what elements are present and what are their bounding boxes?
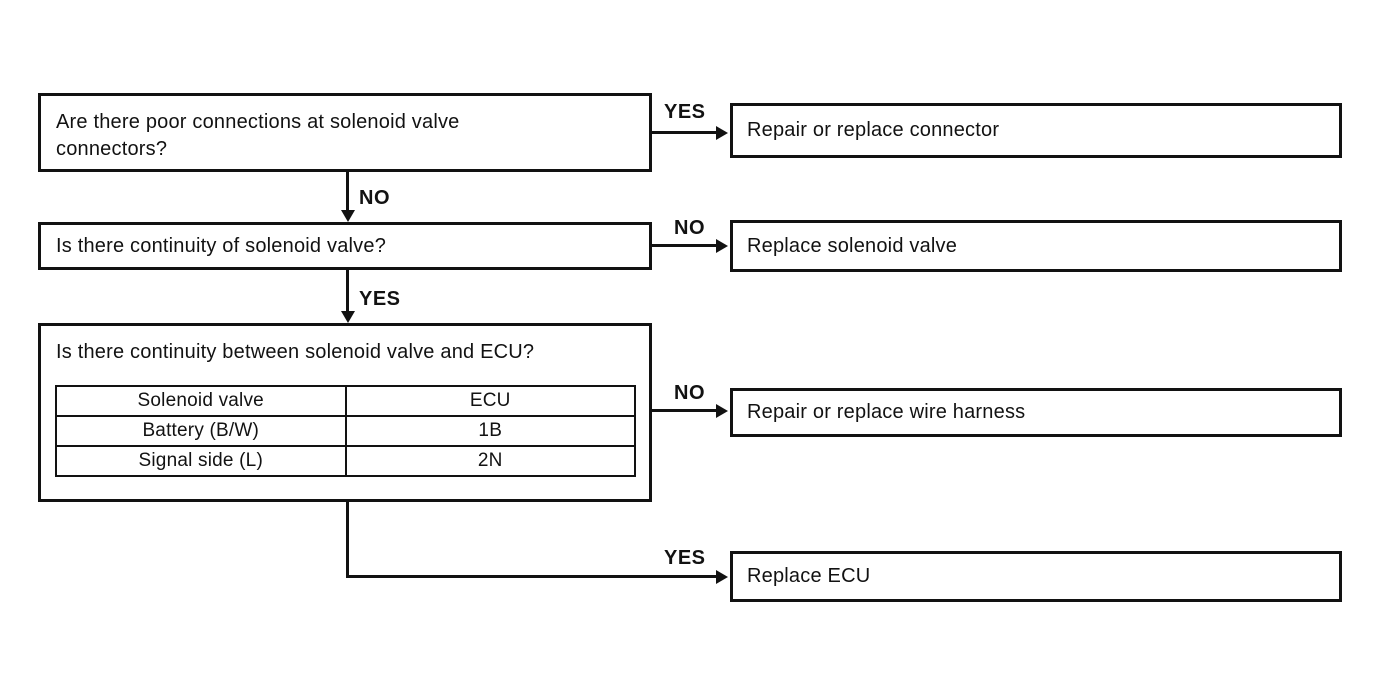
result-text: Repair or replace connector bbox=[747, 119, 1000, 141]
arrowhead-icon bbox=[716, 570, 728, 584]
table-header-row: Solenoid valve ECU bbox=[55, 385, 636, 417]
table-header-solenoid-valve: Solenoid valve bbox=[55, 385, 347, 417]
table-cell-2n: 2N bbox=[344, 445, 636, 477]
connector-line-q3-yes-horizontal bbox=[346, 575, 718, 578]
connector-line-q2-no bbox=[652, 244, 718, 247]
table-header-ecu: ECU bbox=[344, 385, 636, 417]
branch-label-no-2: NO bbox=[674, 217, 705, 239]
arrowhead-icon bbox=[716, 126, 728, 140]
connector-line-q2-yes bbox=[346, 270, 349, 313]
connector-line-q3-no bbox=[652, 409, 718, 412]
result-text: Replace solenoid valve bbox=[747, 234, 958, 257]
result-text: Repair or replace wire harness bbox=[747, 401, 1026, 423]
branch-label-yes-2: YES bbox=[359, 288, 401, 310]
arrowhead-icon bbox=[341, 311, 355, 323]
arrowhead-icon bbox=[716, 239, 728, 253]
branch-label-no-3: NO bbox=[674, 382, 705, 404]
question-text: Is there continuity of solenoid valve? bbox=[56, 234, 387, 257]
table-row: Signal side (L) 2N bbox=[55, 445, 636, 477]
table-cell-signal-side: Signal side (L) bbox=[55, 445, 347, 477]
arrowhead-icon bbox=[716, 404, 728, 418]
question-box-continuity-solenoid: Is there continuity of solenoid valve? bbox=[38, 222, 652, 270]
question-text: Are there poor connections at solenoid v… bbox=[56, 111, 460, 160]
result-box-repair-harness: Repair or replace wire harness bbox=[730, 388, 1342, 437]
result-box-repair-connector: Repair or replace connector bbox=[730, 103, 1342, 158]
table-cell-battery: Battery (B/W) bbox=[55, 415, 347, 447]
arrowhead-icon bbox=[341, 210, 355, 222]
table-row: Battery (B/W) 1B bbox=[55, 415, 636, 447]
result-box-replace-ecu: Replace ECU bbox=[730, 551, 1342, 602]
branch-label-yes-3: YES bbox=[664, 547, 706, 569]
table-cell-1b: 1B bbox=[344, 415, 636, 447]
result-box-replace-solenoid: Replace solenoid valve bbox=[730, 220, 1342, 272]
question-box-continuity-ecu: Is there continuity between solenoid val… bbox=[38, 323, 652, 502]
branch-label-no-1: NO bbox=[359, 187, 390, 209]
connector-line-q1-yes bbox=[652, 131, 718, 134]
question-box-poor-connections: Are there poor connections at solenoid v… bbox=[38, 93, 652, 172]
question-text: Is there continuity between solenoid val… bbox=[56, 341, 535, 363]
result-text: Replace ECU bbox=[747, 565, 871, 587]
connector-line-q3-yes-vertical bbox=[346, 502, 349, 578]
connector-line-q1-no bbox=[346, 170, 349, 212]
branch-label-yes-1: YES bbox=[664, 101, 706, 123]
pin-assignment-table: Solenoid valve ECU Battery (B/W) 1B Sign… bbox=[55, 385, 636, 477]
